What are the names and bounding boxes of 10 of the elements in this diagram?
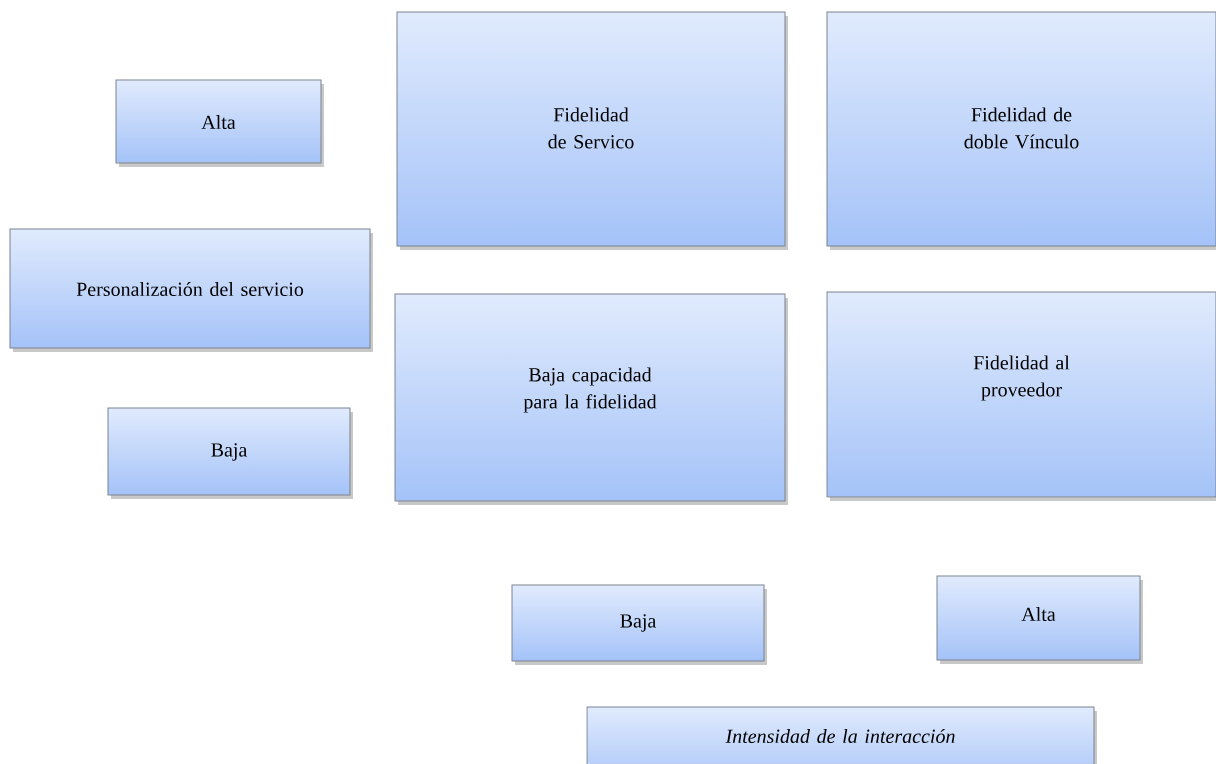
label-box: Fidelidad al proveedor (826, 291, 1216, 501)
label-box: Personalización del servicio (9, 228, 373, 352)
label-box: Baja (107, 407, 353, 499)
label-box: Baja capacidad para la fidelidad (394, 293, 788, 505)
label-box: Baja (511, 584, 767, 665)
label-box: Fidelidad de doble Vínculo (826, 11, 1216, 250)
label-box: Alta (936, 575, 1143, 664)
label-box: Fidelidad de Servico (396, 11, 788, 250)
label-box: Alta (115, 79, 324, 167)
label-box: Intensidad de la interacción (586, 706, 1097, 764)
